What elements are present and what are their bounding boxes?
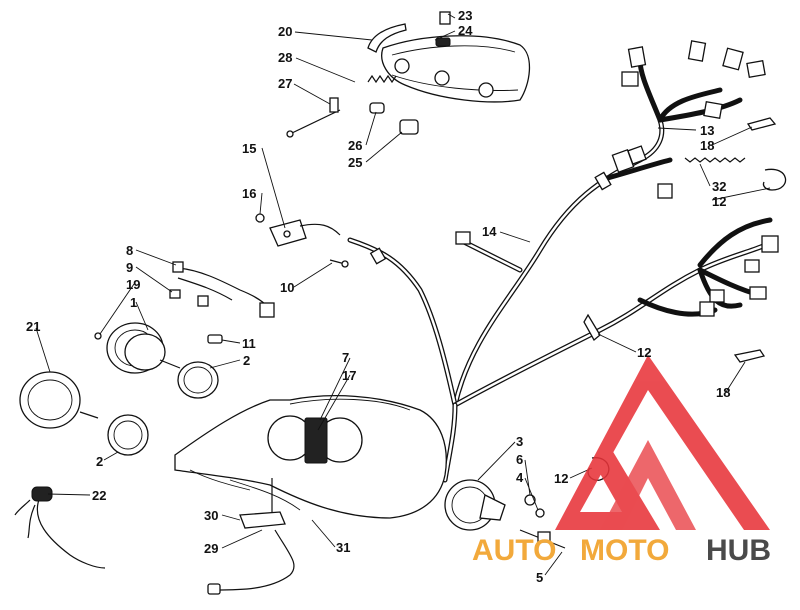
callout-31: 31 bbox=[336, 540, 350, 555]
callout-18-lower: 18 bbox=[716, 385, 730, 400]
callout-14: 14 bbox=[482, 224, 497, 239]
watermark-logo bbox=[555, 355, 770, 530]
callout-2-upper: 2 bbox=[243, 353, 250, 368]
callout-7: 7 bbox=[342, 350, 349, 365]
callout-5: 5 bbox=[536, 570, 543, 585]
bezel-ring-2-upper bbox=[177, 361, 219, 399]
callout-25: 25 bbox=[348, 155, 362, 170]
spring-32 bbox=[684, 157, 746, 163]
harness-connectors bbox=[369, 40, 779, 317]
headlight-strap bbox=[367, 23, 407, 53]
wiring-8-9 bbox=[94, 261, 275, 344]
callout-1: 1 bbox=[130, 295, 137, 310]
callout-labels: 20 23 24 28 27 26 25 13 18 32 12 15 16 1… bbox=[26, 8, 730, 585]
callout-28: 28 bbox=[278, 50, 292, 65]
leader-lines bbox=[35, 13, 771, 576]
nut-6-4 bbox=[524, 494, 545, 518]
clip-18-lower bbox=[733, 349, 766, 363]
callout-19: 19 bbox=[126, 277, 140, 292]
callout-20: 20 bbox=[278, 24, 292, 39]
clip-18-top bbox=[746, 117, 777, 131]
callout-8: 8 bbox=[126, 243, 133, 258]
callout-21: 21 bbox=[26, 319, 40, 334]
callout-32: 32 bbox=[712, 179, 726, 194]
callout-23: 23 bbox=[458, 8, 472, 23]
adjuster-screw-27 bbox=[286, 97, 341, 138]
callout-12-lower: 12 bbox=[554, 471, 568, 486]
watermark-text-hub: HUB bbox=[706, 534, 771, 567]
spring-28 bbox=[367, 74, 397, 84]
callout-9: 9 bbox=[126, 260, 133, 275]
watermark-text-auto: AUTO bbox=[472, 534, 556, 567]
callout-12-top: 12 bbox=[712, 194, 726, 209]
bezel-ring-2-lower bbox=[107, 414, 149, 456]
callout-3: 3 bbox=[516, 434, 523, 449]
fuel-gauge-3 bbox=[444, 479, 506, 531]
callout-12-mid: 12 bbox=[637, 345, 651, 360]
dash-panel bbox=[174, 395, 447, 519]
bracket-15 bbox=[255, 213, 349, 268]
callout-26: 26 bbox=[348, 138, 362, 153]
lamp-harness-22 bbox=[14, 486, 106, 569]
sensor-5 bbox=[519, 529, 566, 549]
clip-23 bbox=[439, 11, 451, 25]
callout-10: 10 bbox=[280, 280, 294, 295]
bulb-socket-26 bbox=[369, 102, 385, 114]
callout-11: 11 bbox=[242, 336, 256, 351]
dash-lower-harness bbox=[207, 529, 295, 595]
clamp-12-top bbox=[762, 168, 787, 191]
callout-6: 6 bbox=[516, 452, 523, 467]
watermark-text-moto: MOTO bbox=[580, 534, 669, 567]
clamp-12-mid bbox=[583, 313, 601, 342]
callout-22: 22 bbox=[92, 488, 106, 503]
mount-plate-30 bbox=[239, 478, 286, 529]
callout-30: 30 bbox=[204, 508, 218, 523]
callout-24: 24 bbox=[458, 23, 473, 38]
callout-17: 17 bbox=[342, 368, 356, 383]
callout-18-top: 18 bbox=[700, 138, 714, 153]
tachometer-1 bbox=[106, 322, 181, 374]
callout-15: 15 bbox=[242, 141, 256, 156]
callout-2-lower: 2 bbox=[96, 454, 103, 469]
callout-16: 16 bbox=[242, 186, 256, 201]
callout-29: 29 bbox=[204, 541, 218, 556]
speedometer-21 bbox=[19, 371, 99, 429]
callout-4: 4 bbox=[516, 470, 524, 485]
bulb-socket-25 bbox=[399, 119, 419, 135]
callout-27: 27 bbox=[278, 76, 292, 91]
callout-13: 13 bbox=[700, 123, 714, 138]
headlight-assembly bbox=[381, 35, 531, 103]
